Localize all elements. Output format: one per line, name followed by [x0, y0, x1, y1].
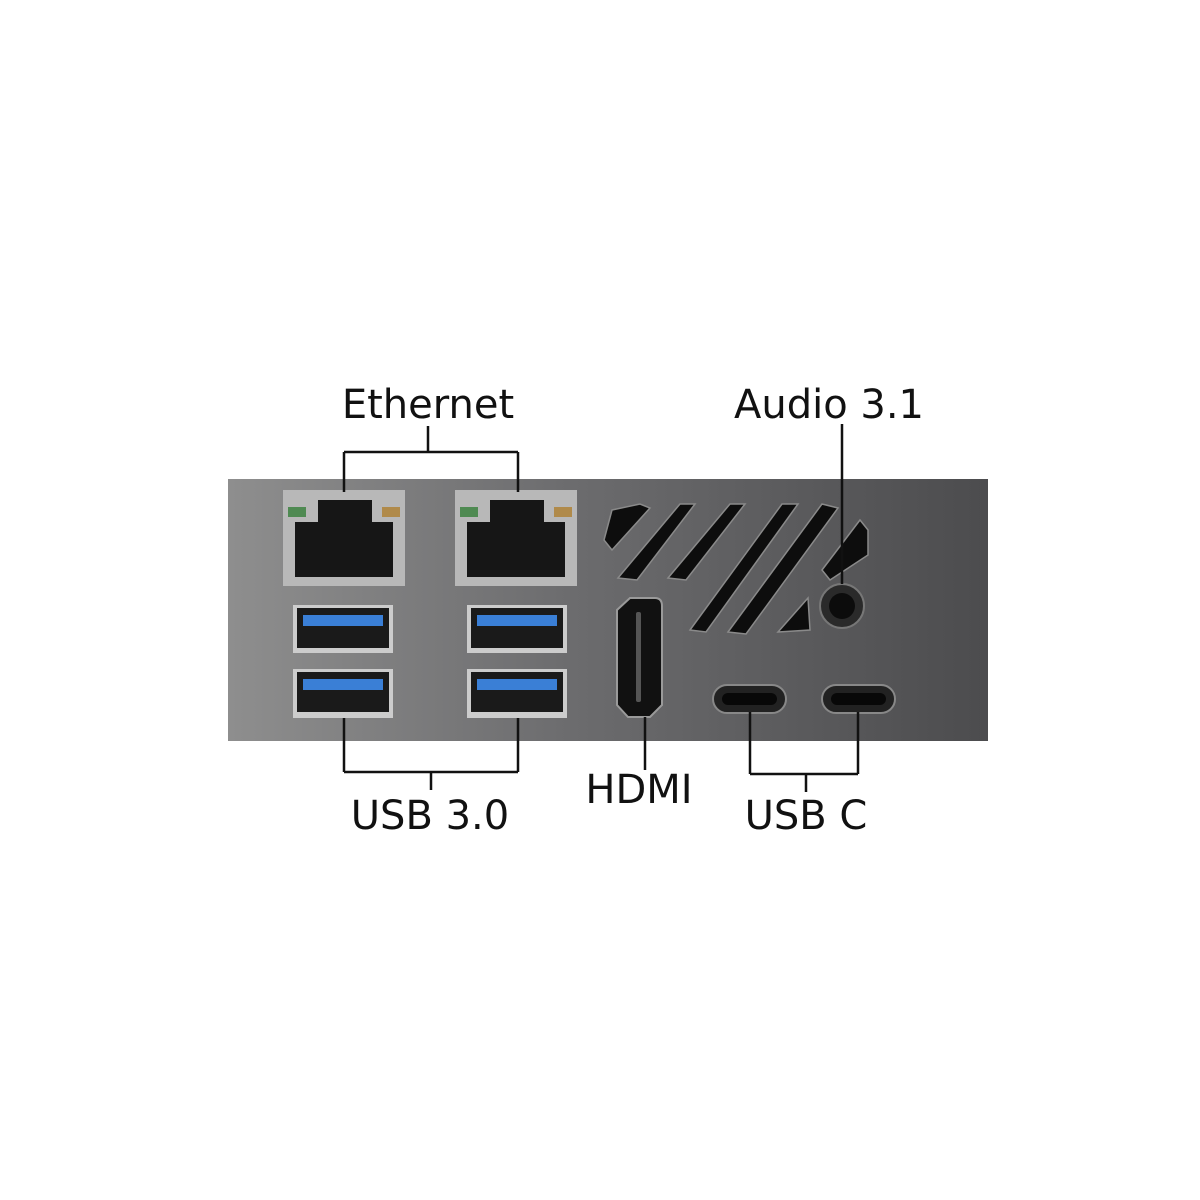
- audio-label: Audio 3.1: [734, 382, 924, 428]
- usb3-callout-bracket: [342, 718, 520, 790]
- audio-jack: [819, 583, 865, 629]
- usb3-label: USB 3.0: [351, 793, 509, 839]
- usbc-label: USB C: [745, 793, 868, 839]
- usb3-port-3: [467, 605, 567, 653]
- vent-slots: [603, 503, 869, 635]
- ethernet-callout-bracket: [342, 426, 520, 492]
- hdmi-label: HDMI: [585, 767, 692, 813]
- ethernet-port-2: [455, 490, 577, 586]
- ethernet-port-1: [283, 490, 405, 586]
- usb3-port-4: [467, 669, 567, 718]
- usbc-port-2: [821, 684, 896, 714]
- usbc-port-1: [712, 684, 787, 714]
- usb3-port-2: [293, 669, 393, 718]
- usb3-port-1: [293, 605, 393, 653]
- ethernet-label: Ethernet: [342, 382, 514, 428]
- usbc-callout-bracket: [748, 712, 860, 792]
- hdmi-port: [616, 597, 663, 718]
